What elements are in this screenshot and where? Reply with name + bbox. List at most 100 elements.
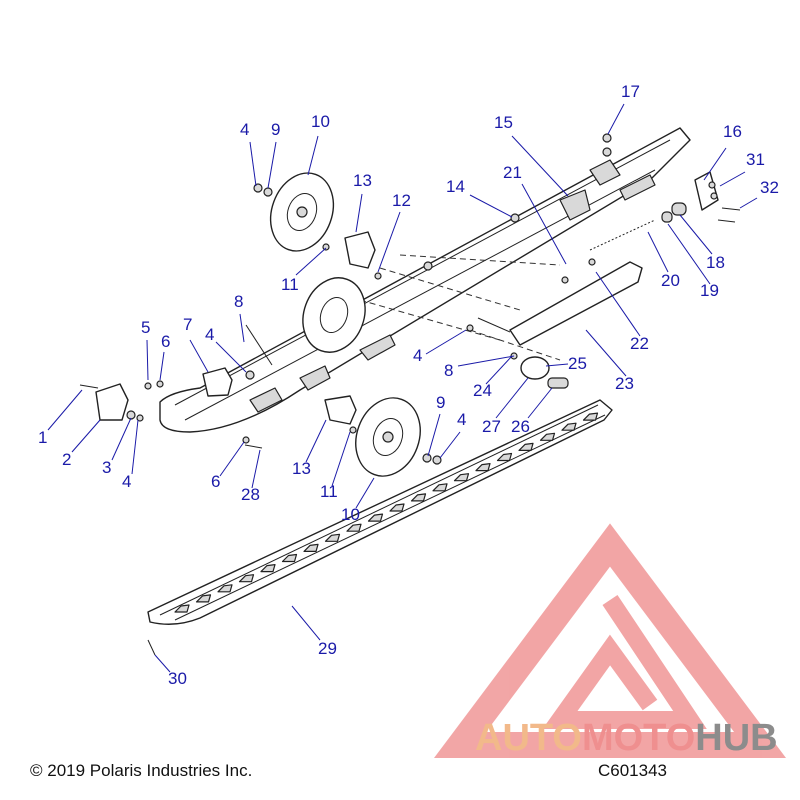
callout-c11a: 11 xyxy=(281,275,299,294)
leader-line-c22 xyxy=(595,271,641,337)
callout-c16: 16 xyxy=(723,122,742,141)
block-part-7 xyxy=(202,367,233,397)
callout-c4a: 4 xyxy=(240,120,249,139)
leader-line-c17 xyxy=(607,103,625,135)
callout-c30: 30 xyxy=(168,669,187,688)
leader-line-c26 xyxy=(527,387,553,419)
leader-line-c11a xyxy=(295,247,327,276)
watermark-part-1: AUTO xyxy=(475,717,582,759)
leader-line-c4b xyxy=(131,419,139,475)
callout-c4e: 4 xyxy=(457,410,466,429)
callout-c24: 24 xyxy=(473,381,492,400)
spacer-lower-part-13 xyxy=(324,395,357,425)
callout-c15: 15 xyxy=(494,113,513,132)
leader-line-c28 xyxy=(251,449,261,489)
leader-line-c4c xyxy=(215,341,247,373)
leader-line-c12 xyxy=(377,211,401,273)
leader-line-c16 xyxy=(703,147,727,181)
leader-line-c4d xyxy=(425,329,467,355)
leader-line-c19 xyxy=(667,223,711,285)
rail-tooth xyxy=(582,412,599,421)
rail-tooth xyxy=(238,574,255,583)
callout-c13b: 13 xyxy=(292,459,311,478)
callout-c9a: 9 xyxy=(271,120,280,139)
rail-tooth xyxy=(475,463,491,472)
leader-line-c13a xyxy=(355,193,363,233)
leader-line-c31 xyxy=(719,171,746,187)
leader-line-c20 xyxy=(647,231,669,273)
leader-line-c9a xyxy=(267,141,277,189)
pin-part-26 xyxy=(547,377,569,389)
leader-line-c5 xyxy=(146,339,149,381)
callout-c29: 29 xyxy=(318,639,337,658)
wheel-middle-part-10 xyxy=(302,277,366,353)
rail-tooth xyxy=(561,422,577,431)
rail-tooth xyxy=(539,432,556,441)
rail-tooth xyxy=(303,543,319,552)
rail-tooth xyxy=(174,604,190,613)
callout-c10b: 10 xyxy=(341,505,360,524)
leader-line-c23 xyxy=(585,329,627,377)
leader-line-c8a xyxy=(239,313,245,343)
callout-c25: 25 xyxy=(568,354,587,373)
rail-tooth xyxy=(324,533,341,542)
assembly-lines xyxy=(359,254,561,361)
leader-line-c21 xyxy=(521,183,567,265)
callout-c14: 14 xyxy=(446,177,465,196)
leader-line-c10a xyxy=(307,135,319,176)
callout-c10a: 10 xyxy=(311,112,330,131)
leader-line-c9b xyxy=(427,413,441,457)
callout-c8b: 8 xyxy=(444,361,453,380)
leader-line-c25 xyxy=(545,363,569,367)
callout-c6b: 6 xyxy=(211,472,220,491)
callout-c8a: 8 xyxy=(234,292,243,311)
callout-c4c: 4 xyxy=(205,325,214,344)
leader-line-c14 xyxy=(469,194,513,218)
leader-line-c2 xyxy=(71,419,101,453)
callout-c3: 3 xyxy=(102,458,111,477)
rail-tooth xyxy=(195,594,212,603)
callout-c12: 12 xyxy=(392,191,411,210)
rail-tooth xyxy=(389,503,405,512)
leader-line-c7 xyxy=(189,339,209,373)
bushing-part-18 xyxy=(671,202,687,216)
callout-c18: 18 xyxy=(706,253,725,272)
rail-tooth xyxy=(281,553,298,563)
leader-line-c15 xyxy=(511,135,569,197)
watermark-part-3: HUB xyxy=(695,717,777,759)
callout-c27: 27 xyxy=(482,417,501,436)
leader-line-c6b xyxy=(219,441,245,477)
rear-bracket-part-16 xyxy=(694,171,719,211)
bushing-part-19 xyxy=(661,211,673,223)
watermark-text: AUTOMOTOHUB xyxy=(475,717,778,759)
bumper-part-27 xyxy=(520,356,550,380)
callout-c28: 28 xyxy=(241,485,260,504)
slide-part-23 xyxy=(509,261,643,346)
callout-c13a: 13 xyxy=(353,171,372,190)
hardware-bolts xyxy=(79,133,741,656)
diagram-code: C601343 xyxy=(598,761,667,780)
leader-line-c13b xyxy=(305,419,327,463)
rail-tooth xyxy=(496,452,513,462)
leader-line-c4e xyxy=(439,431,461,459)
leader-line-c3 xyxy=(111,417,132,461)
callout-c20: 20 xyxy=(661,271,680,290)
leader-line-c6a xyxy=(159,351,165,381)
leader-line-c18 xyxy=(679,214,713,255)
watermark-part-2: MOTO xyxy=(582,717,695,759)
leader-line-c8b xyxy=(457,355,515,367)
callout-c6a: 6 xyxy=(161,332,170,351)
callout-c7: 7 xyxy=(183,315,192,334)
wheel-upper-part-10 xyxy=(269,172,335,252)
callout-c5: 5 xyxy=(141,318,150,337)
callout-c4b: 4 xyxy=(122,472,131,491)
callout-c9b: 9 xyxy=(436,393,445,412)
callout-c23: 23 xyxy=(615,374,634,393)
leader-line-c30 xyxy=(154,654,171,673)
callout-c22: 22 xyxy=(630,334,649,353)
wheel-lower-part-10 xyxy=(355,397,421,477)
rail-tooth xyxy=(453,473,470,482)
leader-line-c32 xyxy=(739,197,758,209)
leader-line-c29 xyxy=(291,605,321,641)
